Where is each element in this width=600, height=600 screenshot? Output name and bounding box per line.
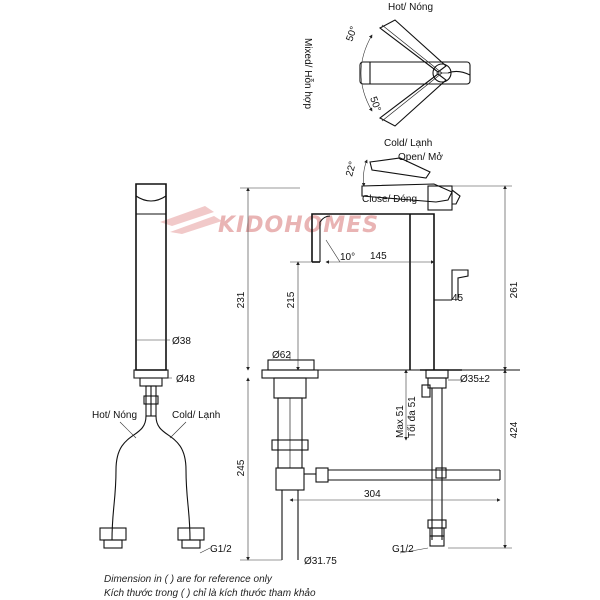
top-angle-cold: 50° — [367, 95, 383, 113]
faucet-front-view — [99, 183, 205, 549]
dimension-lines — [134, 185, 512, 561]
lever-close-label: Close/ Đóng — [362, 194, 417, 205]
dim-drain-dia: Ø31.75 — [304, 556, 337, 567]
top-angle-hot: 50° — [344, 25, 360, 43]
lever-detail: Open/ Mở Close/ Đóng 22° — [344, 151, 453, 205]
top-cold-label: Cold/ Lạnh — [384, 138, 432, 149]
lever-open-label: Open/ Mở — [398, 151, 443, 163]
watermark-text: KIDOHOMES — [218, 213, 379, 238]
dim-reach: 145 — [370, 251, 387, 262]
dim-spout-angle: 10° — [340, 252, 355, 263]
dim-hole: Ø35±2 — [460, 374, 490, 385]
top-view: Hot/ Nóng Cold/ Lạnh Mixed/ Hỗn hợp 50° … — [302, 2, 471, 149]
dim-below-counter: 424 — [509, 421, 520, 438]
dim-height-outlet: 215 — [286, 291, 297, 308]
hose-cold-label: Cold/ Lạnh — [172, 410, 220, 421]
dim-max-thickness-vn: Tối đa 51 — [406, 396, 418, 438]
drain-assembly — [261, 359, 501, 560]
note-vietnamese: Kích thước trong ( ) chỉ là kích thước t… — [104, 587, 316, 599]
note-english: Dimension in ( ) are for reference only — [104, 574, 273, 585]
top-hot-label: Hot/ Nóng — [388, 2, 433, 13]
dim-drain-reach: 304 — [364, 489, 381, 500]
lever-angle: 22° — [344, 160, 359, 177]
dim-lever-len: 45 — [452, 293, 464, 304]
faucet-side-view — [311, 185, 469, 547]
dim-dia-body: Ø38 — [172, 336, 191, 347]
dim-height-spout: 231 — [236, 291, 247, 308]
dim-max-thickness: Max 51 — [395, 405, 406, 438]
watermark: KIDOHOMES — [160, 206, 379, 238]
dim-thread-left: G1/2 — [210, 544, 232, 555]
dim-dia-drain-top: Ø62 — [272, 350, 291, 361]
dim-dia-base: Ø48 — [176, 374, 195, 385]
top-mixed-label: Mixed/ Hỗn hợp — [302, 38, 315, 109]
hose-hot-label: Hot/ Nóng — [92, 410, 137, 421]
dim-thread-right: G1/2 — [392, 544, 414, 555]
dim-drain-height: 245 — [236, 459, 247, 476]
dim-height-total: 261 — [509, 281, 520, 298]
